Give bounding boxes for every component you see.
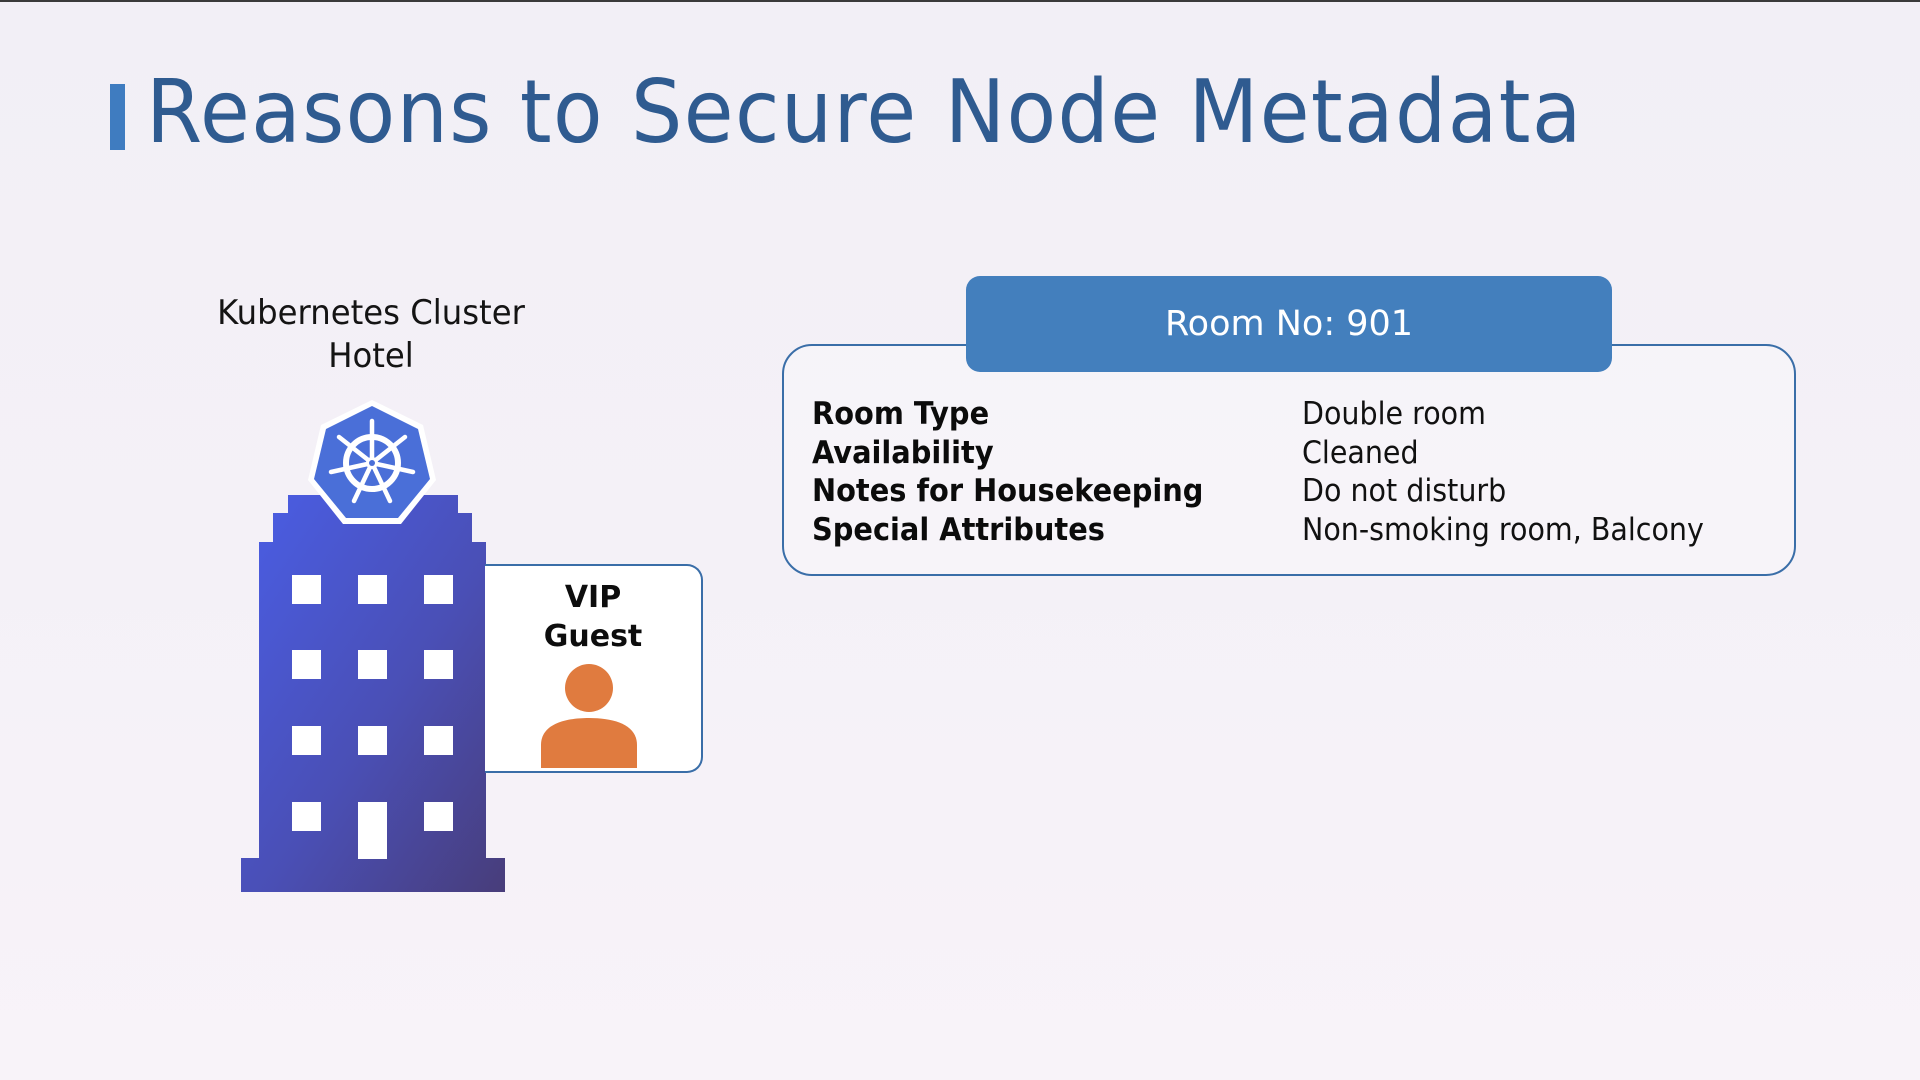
- hotel-label-line1: Kubernetes Cluster: [217, 293, 525, 333]
- attribute-value: Do not disturb: [1302, 473, 1507, 510]
- person-icon: [541, 664, 637, 768]
- building-door: [358, 802, 387, 859]
- attribute-row-availability: Availability Cleaned: [812, 434, 1792, 473]
- attribute-row-room-type: Room Type Double room: [812, 395, 1792, 434]
- room-attribute-list: Room Type Double room Availability Clean…: [812, 395, 1792, 550]
- building-windows: [292, 575, 453, 831]
- attribute-label: Room Type: [812, 396, 990, 432]
- guest-label: Guest: [543, 619, 643, 654]
- attribute-label: Special Attributes: [812, 512, 1105, 549]
- attribute-value: Double room: [1302, 396, 1486, 432]
- attribute-row-special-attributes: Special Attributes Non-smoking room, Bal…: [812, 511, 1792, 550]
- room-number-header: Room No: 901: [966, 276, 1612, 372]
- vip-guest-card: VIP Guest: [485, 564, 703, 773]
- attribute-value: Non-smoking room, Balcony: [1302, 512, 1704, 549]
- hotel-building-icon: [241, 400, 505, 892]
- slide-title: Reasons to Secure Node Metadata: [146, 61, 1583, 163]
- hotel-label: Kubernetes Cluster Hotel: [181, 292, 561, 378]
- attribute-row-housekeeping-notes: Notes for Housekeeping Do not disturb: [812, 472, 1792, 511]
- vip-guest-label: VIP Guest: [485, 578, 701, 656]
- hotel-label-line2: Hotel: [328, 336, 414, 376]
- top-border-line: [0, 0, 1920, 2]
- attribute-label: Notes for Housekeeping: [812, 473, 1204, 510]
- title-accent-bar: [110, 84, 125, 150]
- kubernetes-logo-icon: [308, 400, 436, 524]
- attribute-value: Cleaned: [1302, 434, 1419, 471]
- vip-label: VIP: [564, 580, 622, 615]
- attribute-label: Availability: [812, 434, 994, 471]
- room-info-card: [782, 344, 1796, 576]
